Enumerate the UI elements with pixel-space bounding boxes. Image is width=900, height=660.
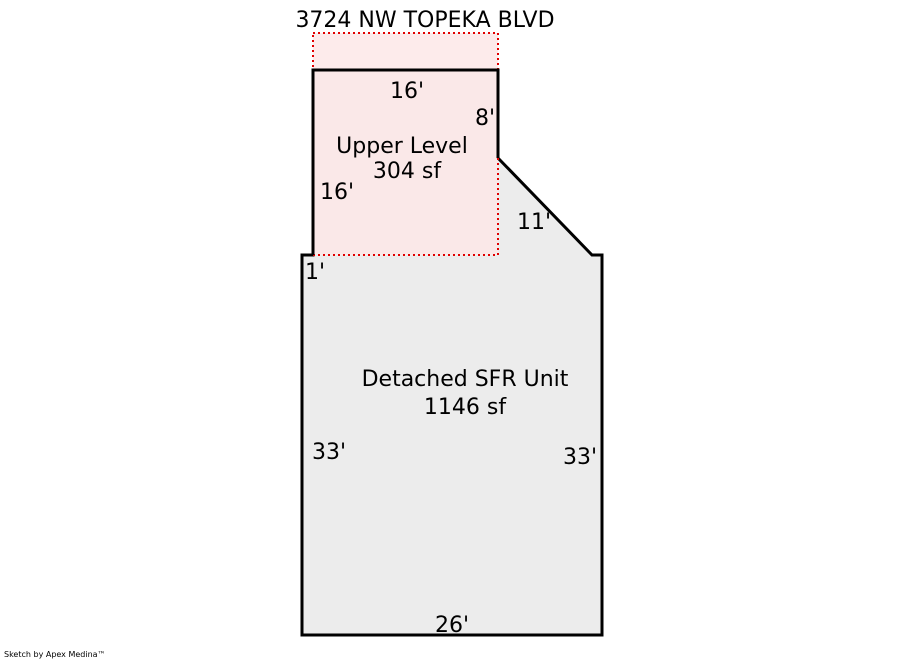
upper-level-walls <box>311 68 500 255</box>
sketch-credit: Sketch by Apex Medina™ <box>4 650 106 659</box>
main-unit-area: 1146 sf <box>424 395 507 420</box>
dim-upper-left: 16' <box>320 180 354 205</box>
dim-diagonal: 11' <box>517 210 551 235</box>
upper-level-name: Upper Level <box>336 134 468 159</box>
upper-level-area: 304 sf <box>373 159 442 184</box>
main-unit-name: Detached SFR Unit <box>362 367 569 392</box>
property-title: 3724 NW TOPEKA BLVD <box>295 8 554 33</box>
dim-upper-right: 8' <box>475 106 495 131</box>
dim-main-left: 33' <box>312 440 346 465</box>
dim-left-step: 1' <box>305 260 325 285</box>
dim-main-right: 33' <box>563 445 597 470</box>
dim-upper-top: 16' <box>390 79 424 104</box>
dim-main-bottom: 26' <box>435 613 469 638</box>
